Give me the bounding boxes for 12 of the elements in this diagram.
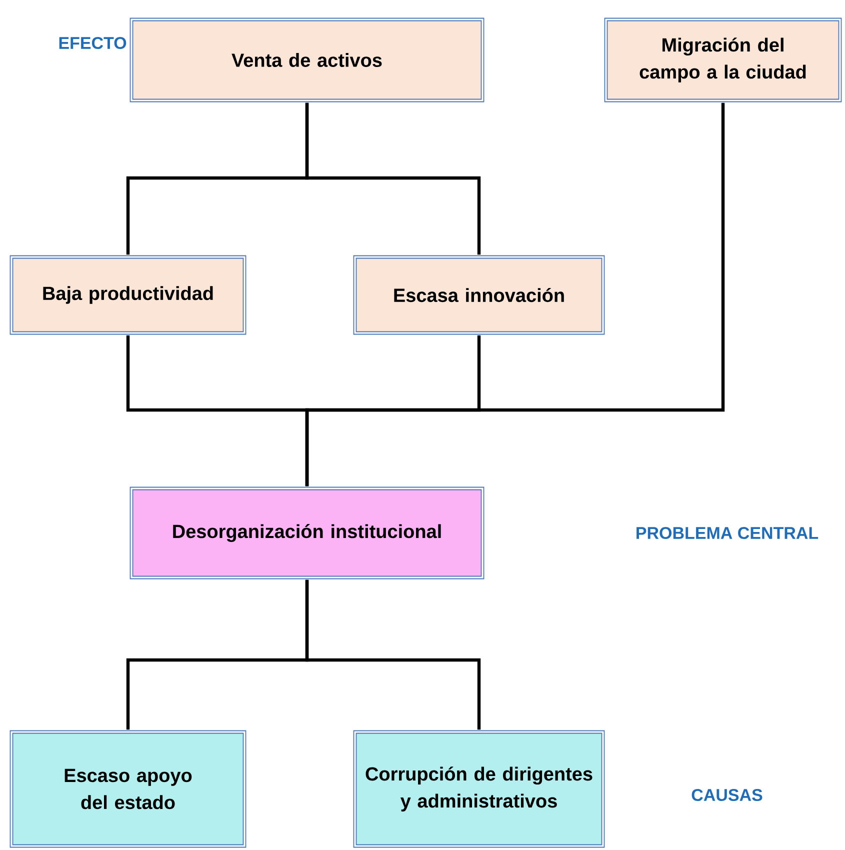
- section-heading: CAUSAS: [692, 789, 762, 802]
- connector-line: [305, 102, 481, 255]
- effect-box: Venta de activos: [130, 18, 484, 102]
- connector-line: [305, 580, 481, 730]
- problem-box: Desorganización institucional: [130, 486, 484, 580]
- cause-box: Corrupción de dirigentes y administrativos: [353, 730, 605, 848]
- section-heading: PROBLEMA CENTRAL: [636, 526, 818, 540]
- effect-box: Baja productividad: [10, 255, 246, 335]
- cause-box: Escaso apoyo del estado: [10, 730, 246, 848]
- effect-box: Escasa innovación: [353, 255, 605, 335]
- connector-line: [305, 102, 725, 486]
- effect-box: Migración del campo a la ciudad: [604, 18, 842, 102]
